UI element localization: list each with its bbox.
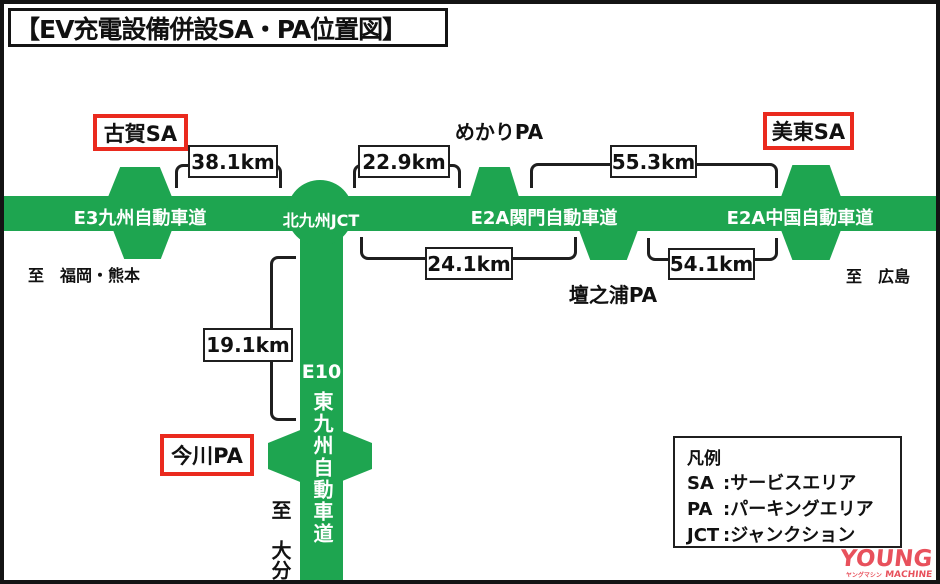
road-label-e2a-kanmon: E2A関門自動車道 <box>470 208 618 229</box>
station-mekari-pa-label: めかりPA <box>454 120 544 144</box>
legend-abbr-pa: PA <box>687 499 713 520</box>
legend-abbr-sa: SA <box>687 473 714 494</box>
logo-kana-text: ヤングマシン <box>845 572 882 579</box>
station-koga-sa-highlight: 古賀SA <box>93 114 188 151</box>
legend-def-jct: :ジャンクション <box>723 525 856 546</box>
station-imagawa-pa-highlight: 今川PA <box>160 434 254 476</box>
legend-item-sa: SA :サービスエリア <box>687 471 888 497</box>
imagawa-pa-node <box>268 430 372 482</box>
legend-def-pa: :パーキングエリア <box>723 499 874 520</box>
road-label-higashi-kyushu: 東九州自動車道 <box>310 391 334 545</box>
road-label-kitakyushu-jct: 北九州JCT <box>282 211 360 230</box>
young-machine-logo: YOUNG ヤングマシン MACHINE <box>826 546 934 580</box>
logo-young-text: YOUNG <box>838 546 934 572</box>
page-title: 【EV充電設備併設SA・PA位置図】 <box>8 8 448 47</box>
distance-mekari-mito: 55.3km <box>610 145 697 178</box>
kitakyushu-jct-node <box>287 180 353 246</box>
distance-koga-jct: 38.1km <box>188 145 278 178</box>
direction-hiroshima: 至 広島 <box>846 267 911 286</box>
vertical-highway-band <box>300 218 343 580</box>
koga-sa-ramp-up <box>108 167 172 197</box>
legend-abbr-jct: JCT <box>687 525 720 546</box>
mito-sa-ramp-up <box>781 165 841 197</box>
legend-def-sa: :サービスエリア <box>723 473 857 494</box>
legend-box: 凡例 SA :サービスエリア PA :パーキングエリア JCT :ジャンクション <box>673 436 902 548</box>
koga-sa-ramp-down <box>113 230 172 259</box>
distance-jct-dannoura: 24.1km <box>425 247 513 280</box>
station-dannoura-pa-label: 壇之浦PA <box>568 283 658 307</box>
legend-item-jct: JCT :ジャンクション <box>687 523 888 549</box>
page-title-text: 【EV充電設備併設SA・PA位置図】 <box>15 14 407 44</box>
direction-fukuoka-kumamoto: 至 福岡・熊本 <box>28 266 141 285</box>
distance-jct-imagawa: 19.1km <box>203 328 293 362</box>
station-mito-sa-highlight: 美東SA <box>763 112 854 150</box>
road-label-e3-kyushu: E3九州自動車道 <box>73 208 207 229</box>
distance-jct-mekari: 22.9km <box>358 145 450 178</box>
mekari-pa-ramp <box>470 167 519 197</box>
direction-oita: 至 大分 <box>268 500 292 580</box>
legend-title: 凡例 <box>687 449 721 469</box>
logo-machine-text: MACHINE <box>884 570 933 580</box>
road-label-e2a-chugoku: E2A中国自動車道 <box>726 208 874 229</box>
mito-sa-ramp-down <box>781 230 841 260</box>
horizontal-highway-band <box>4 196 936 231</box>
dannoura-pa-ramp <box>579 230 638 260</box>
legend-item-pa: PA :パーキングエリア <box>687 497 888 523</box>
logo-subline: ヤングマシン MACHINE <box>826 570 933 580</box>
road-label-e10-number: E10 <box>301 361 342 383</box>
distance-dannoura-mito: 54.1km <box>668 248 755 280</box>
